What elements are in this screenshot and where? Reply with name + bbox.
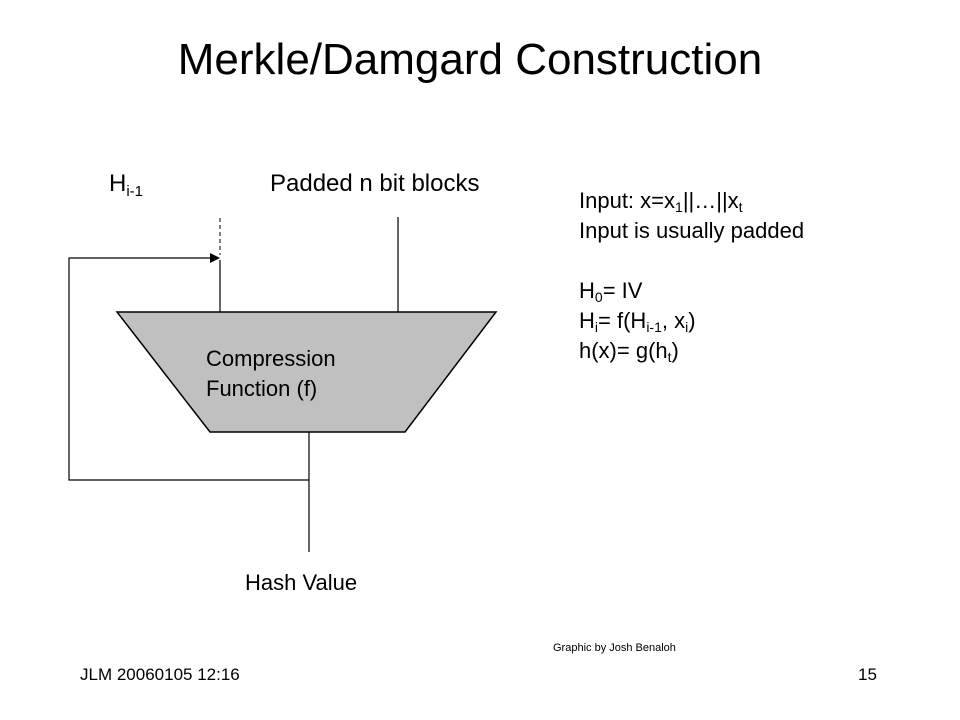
feedback-arrowhead: [210, 253, 220, 263]
padded-blocks-label: Padded n bit blocks: [270, 170, 480, 197]
hash-value-label: Hash Value: [245, 570, 358, 595]
compression-function-box: [115, 311, 498, 433]
input-definition: Input: x=x1||…||xt: [579, 188, 743, 215]
compression-function-label: Compression Function (f): [206, 346, 336, 401]
previous-hash-label: Hi-1: [109, 170, 144, 200]
iteration-definition: Hi= f(Hi-1, xi): [579, 308, 696, 335]
feedback-loop-line: [68, 257, 309, 481]
slide-page-number: 15: [858, 665, 877, 684]
graphic-credit: Graphic by Josh Benaloh: [553, 642, 676, 654]
slide-footer-date: JLM 20060105 12:16: [80, 665, 240, 684]
padding-note: Input is usually padded: [579, 218, 805, 243]
construction-notes: Input: x=x1||…||xt Input is usually padd…: [579, 186, 804, 366]
finalization-definition: h(x)= g(ht): [579, 338, 679, 365]
initial-value-definition: H0= IV: [579, 278, 643, 305]
slide-title: Merkle/Damgard Construction: [177, 35, 763, 84]
